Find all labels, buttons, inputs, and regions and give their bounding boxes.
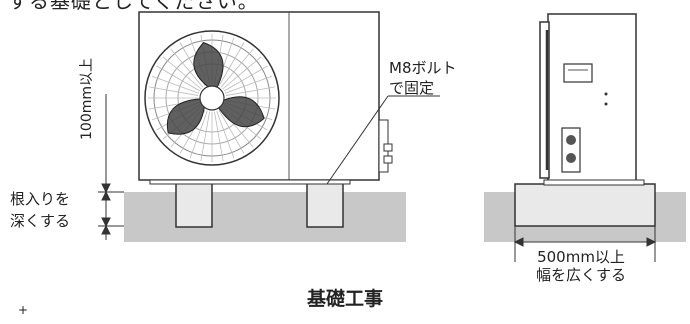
bolt-label-line-2: で固定 xyxy=(389,79,435,97)
diagram-title: 基礎工事 xyxy=(306,288,383,310)
height-dimension-text: 100mm以上 xyxy=(79,58,95,140)
width-dimension-line xyxy=(513,226,657,262)
outdoor-unit-side xyxy=(539,13,645,186)
root-label-line-1: 根入りを xyxy=(10,190,71,208)
width-label-line-2: 幅を広くする xyxy=(536,266,627,284)
ground-section-front xyxy=(124,192,406,242)
height-dimension-line xyxy=(98,94,124,240)
fan-blade xyxy=(193,42,224,88)
fan-blades xyxy=(166,42,265,135)
wide-foundation xyxy=(514,183,656,227)
fan-blade xyxy=(218,96,265,128)
corner-mark: + xyxy=(18,303,29,317)
bolt-label-line-1: M8ボルト xyxy=(389,59,457,77)
width-label-line-1: 500mm以上 xyxy=(537,248,625,266)
root-depth-label: 根入りを 深くする xyxy=(10,188,70,232)
cropped-top-text: する基礎としてください。 xyxy=(8,0,259,13)
width-label: 500mm以上 幅を広くする xyxy=(536,248,626,284)
outdoor-unit-front xyxy=(138,11,393,185)
bolt-leader-line xyxy=(326,95,389,185)
foundation-block-right xyxy=(306,182,344,228)
fan-blade xyxy=(166,98,205,135)
bolt-fix-label: M8ボルト で固定 xyxy=(389,58,457,98)
root-label-line-2: 深くする xyxy=(10,212,71,230)
front-view xyxy=(98,11,440,242)
side-view xyxy=(484,13,686,262)
fan-hub xyxy=(199,85,225,111)
foundation-block-left xyxy=(175,182,213,228)
